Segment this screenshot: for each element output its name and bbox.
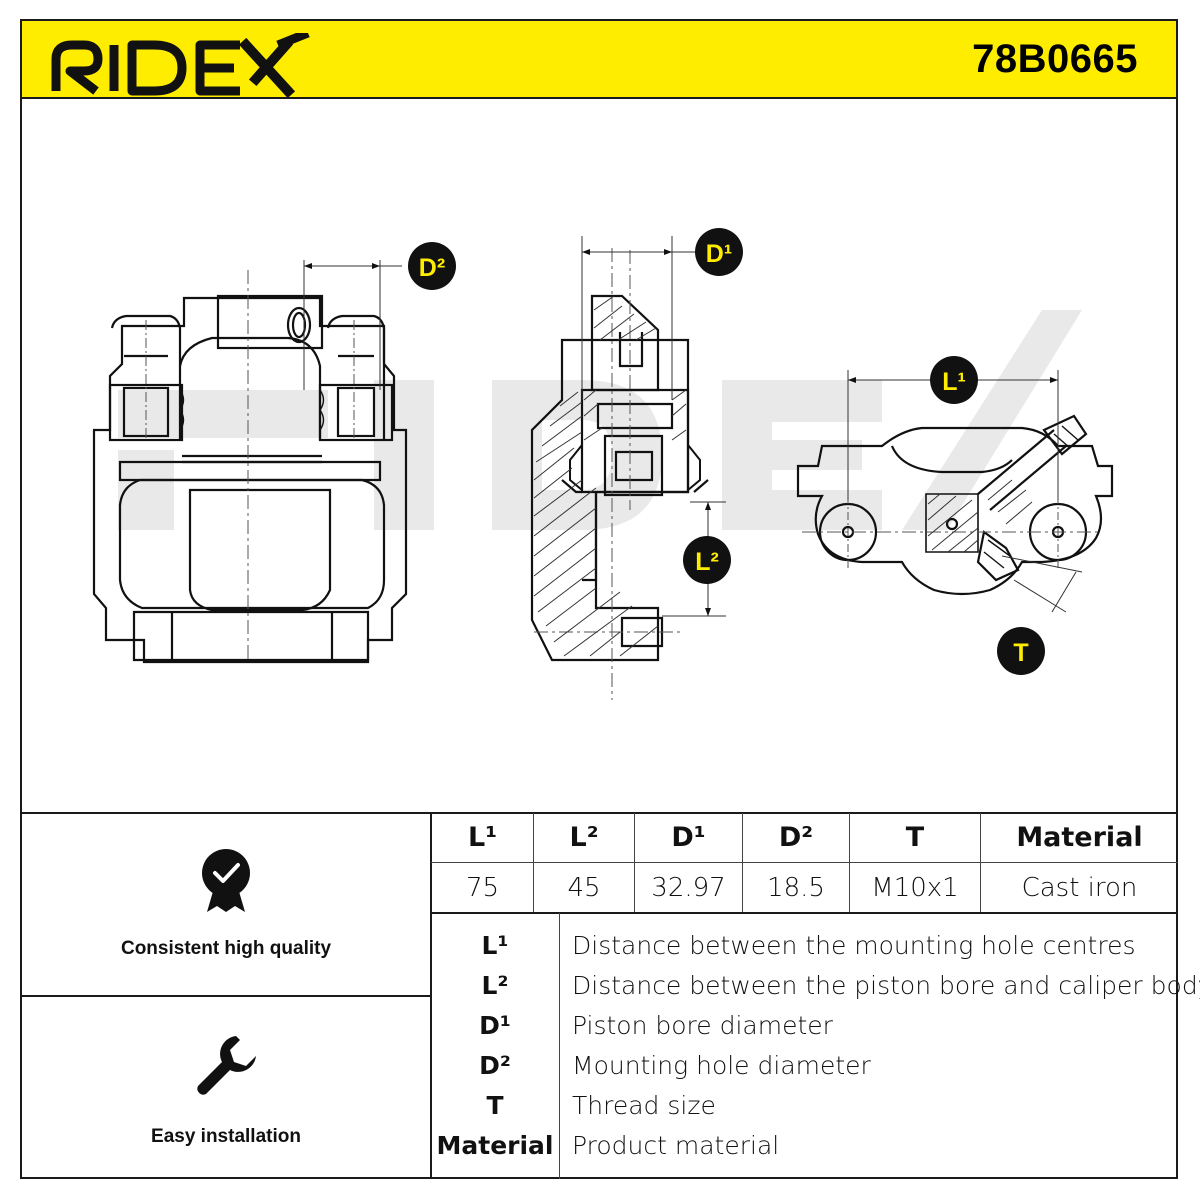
table-value-cell: M10x1 bbox=[871, 872, 959, 903]
table-header-cell: D¹ bbox=[671, 822, 706, 853]
col-sep-1 bbox=[533, 813, 534, 912]
dimension-t bbox=[1001, 555, 1083, 613]
technical-drawing: D² D¹ L² bbox=[92, 228, 1114, 700]
wrench-icon bbox=[197, 1036, 256, 1095]
part-number: 78B0665 bbox=[972, 37, 1138, 81]
label-d2: D² bbox=[408, 242, 456, 290]
table-value-cell: Cast iron bbox=[1021, 872, 1138, 903]
ridex-watermark bbox=[118, 310, 1082, 530]
table-value-cell: 45 bbox=[567, 872, 601, 903]
quality-badge-icon bbox=[202, 849, 250, 912]
feature-label: Easy installation bbox=[151, 1126, 301, 1147]
table-header-cell: Material bbox=[1016, 822, 1143, 853]
topview-hatching bbox=[927, 479, 1033, 553]
table-header-cell: T bbox=[905, 822, 925, 853]
table-header-cell: D² bbox=[778, 822, 814, 853]
svg-text:T: T bbox=[1013, 639, 1028, 667]
feature-quality: Consistent high quality bbox=[22, 848, 430, 960]
table-value-cell: 32.97 bbox=[651, 872, 726, 903]
legend-key: D² bbox=[479, 1051, 511, 1080]
table-header-cell: L¹ bbox=[467, 822, 498, 853]
divider-table-bottom bbox=[431, 912, 1178, 914]
divider-features bbox=[430, 812, 432, 1179]
table-value-cell: 75 bbox=[465, 872, 500, 903]
col-sep-3 bbox=[742, 813, 743, 912]
divider-features-mid bbox=[20, 995, 431, 997]
svg-text:D²: D² bbox=[419, 254, 445, 282]
label-d1: D¹ bbox=[695, 228, 743, 276]
legend-desc: Distance between the piston bore and cal… bbox=[572, 971, 1200, 1000]
caliper-rear-view bbox=[92, 260, 408, 664]
label-l2: L² bbox=[683, 536, 731, 584]
caliper-top-view bbox=[796, 414, 1114, 596]
legend-key: L² bbox=[481, 971, 509, 1000]
legend-key: Material bbox=[436, 1131, 554, 1160]
dimension-d1 bbox=[581, 236, 696, 400]
legend-desc: Distance between the mounting hole centr… bbox=[572, 931, 1136, 960]
header-bar: 78B0665 bbox=[22, 21, 1176, 99]
table-header-cell: L² bbox=[569, 822, 599, 853]
svg-text:L²: L² bbox=[695, 548, 719, 576]
divider-top bbox=[20, 812, 1178, 814]
label-t: T bbox=[997, 627, 1045, 675]
svg-text:L¹: L¹ bbox=[942, 368, 966, 396]
col-sep-5 bbox=[980, 813, 981, 912]
section-hatching bbox=[533, 295, 687, 657]
legend-sep bbox=[559, 913, 560, 1179]
label-l1: L¹ bbox=[930, 356, 978, 404]
legend-key: L¹ bbox=[481, 931, 509, 960]
feature-label: Consistent high quality bbox=[120, 938, 332, 959]
divider-header-row bbox=[431, 862, 1178, 863]
svg-text:D¹: D¹ bbox=[706, 240, 732, 268]
table-value-cell: 18.5 bbox=[767, 872, 825, 903]
page-frame bbox=[20, 19, 1178, 1179]
col-sep-2 bbox=[634, 813, 635, 912]
col-sep-4 bbox=[849, 813, 850, 912]
legend-desc: Piston bore diameter bbox=[572, 1011, 833, 1040]
legend-desc: Product material bbox=[572, 1131, 780, 1160]
legend-key: D¹ bbox=[479, 1011, 511, 1040]
legend-desc: Mounting hole diameter bbox=[572, 1051, 871, 1080]
legend-key: T bbox=[486, 1091, 504, 1120]
legend-desc: Thread size bbox=[572, 1091, 716, 1120]
feature-installation: Easy installation bbox=[22, 1032, 430, 1148]
ridex-logo bbox=[51, 33, 310, 97]
